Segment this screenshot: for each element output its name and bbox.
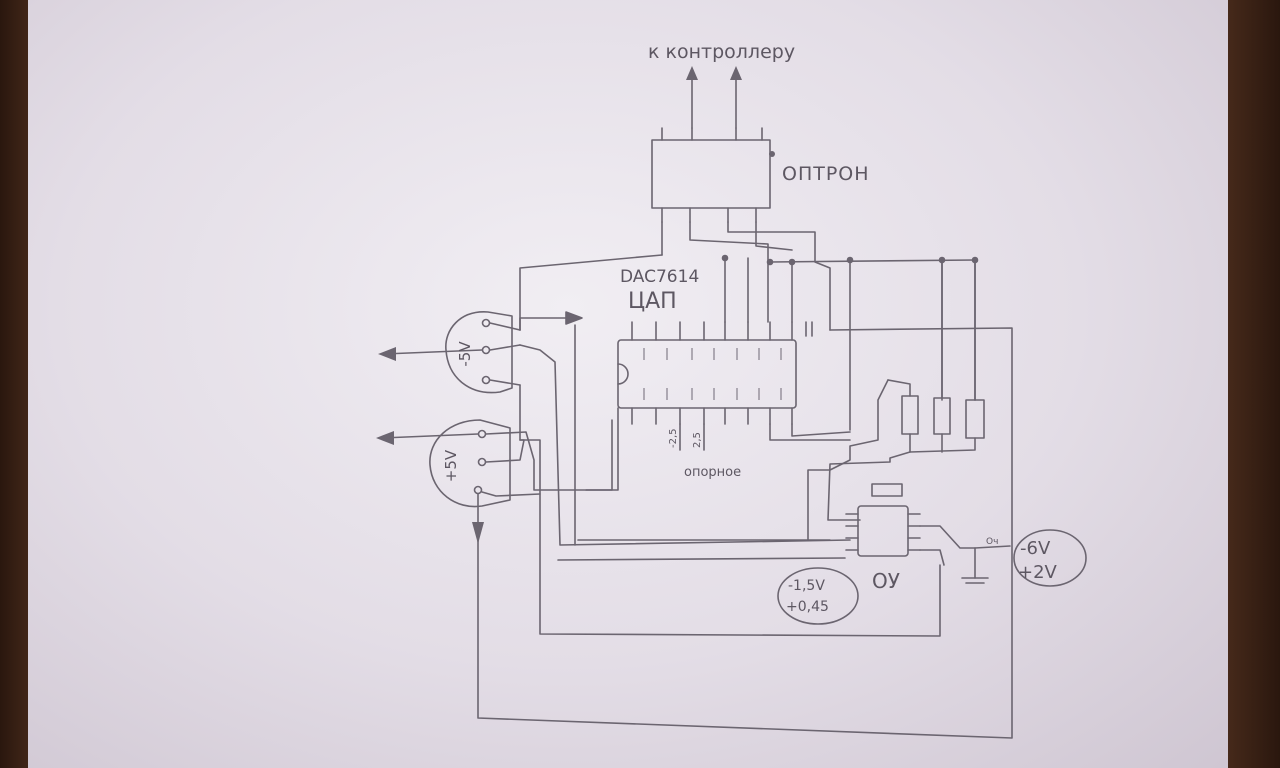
supply-volt-pos: +2V [1018, 562, 1058, 583]
ref-pos-label: 2,5 [692, 432, 703, 448]
minus5v-connector [378, 311, 521, 394]
reference-label: опорное [684, 465, 741, 480]
optocoupler [651, 127, 775, 223]
opamp-label: ОУ [872, 569, 900, 593]
callout-supply-volts [1013, 529, 1087, 587]
dac-wiring [519, 311, 851, 561]
dac-chip [617, 321, 813, 425]
opamp-volt-pos: +0,45 [786, 599, 829, 615]
paper-sheet [28, 0, 1228, 768]
callout-opamp-volts [777, 567, 859, 625]
supply-volt-neg: -6V [1020, 538, 1051, 559]
controller-arrows [686, 66, 742, 129]
optron-label: ОПТРОН [782, 163, 870, 185]
dac-label: ЦАП [628, 289, 677, 314]
opamp-volt-neg: -1,5V [788, 578, 825, 594]
svg-text:Оч: Оч [986, 537, 998, 547]
minus5v-label: -5V [456, 341, 474, 367]
plus5v-connector [376, 419, 541, 544]
ref-neg-label: -2,5 [668, 428, 679, 448]
plus5v-label: +5V [442, 449, 460, 482]
resistor-network [807, 259, 985, 541]
opto-wiring [661, 221, 979, 331]
controller-label: к контроллеру [648, 41, 795, 63]
dac-model-label: DAC7614 [620, 267, 699, 287]
desk-right [1220, 0, 1280, 768]
opamp-chip: Оч [845, 483, 1011, 584]
